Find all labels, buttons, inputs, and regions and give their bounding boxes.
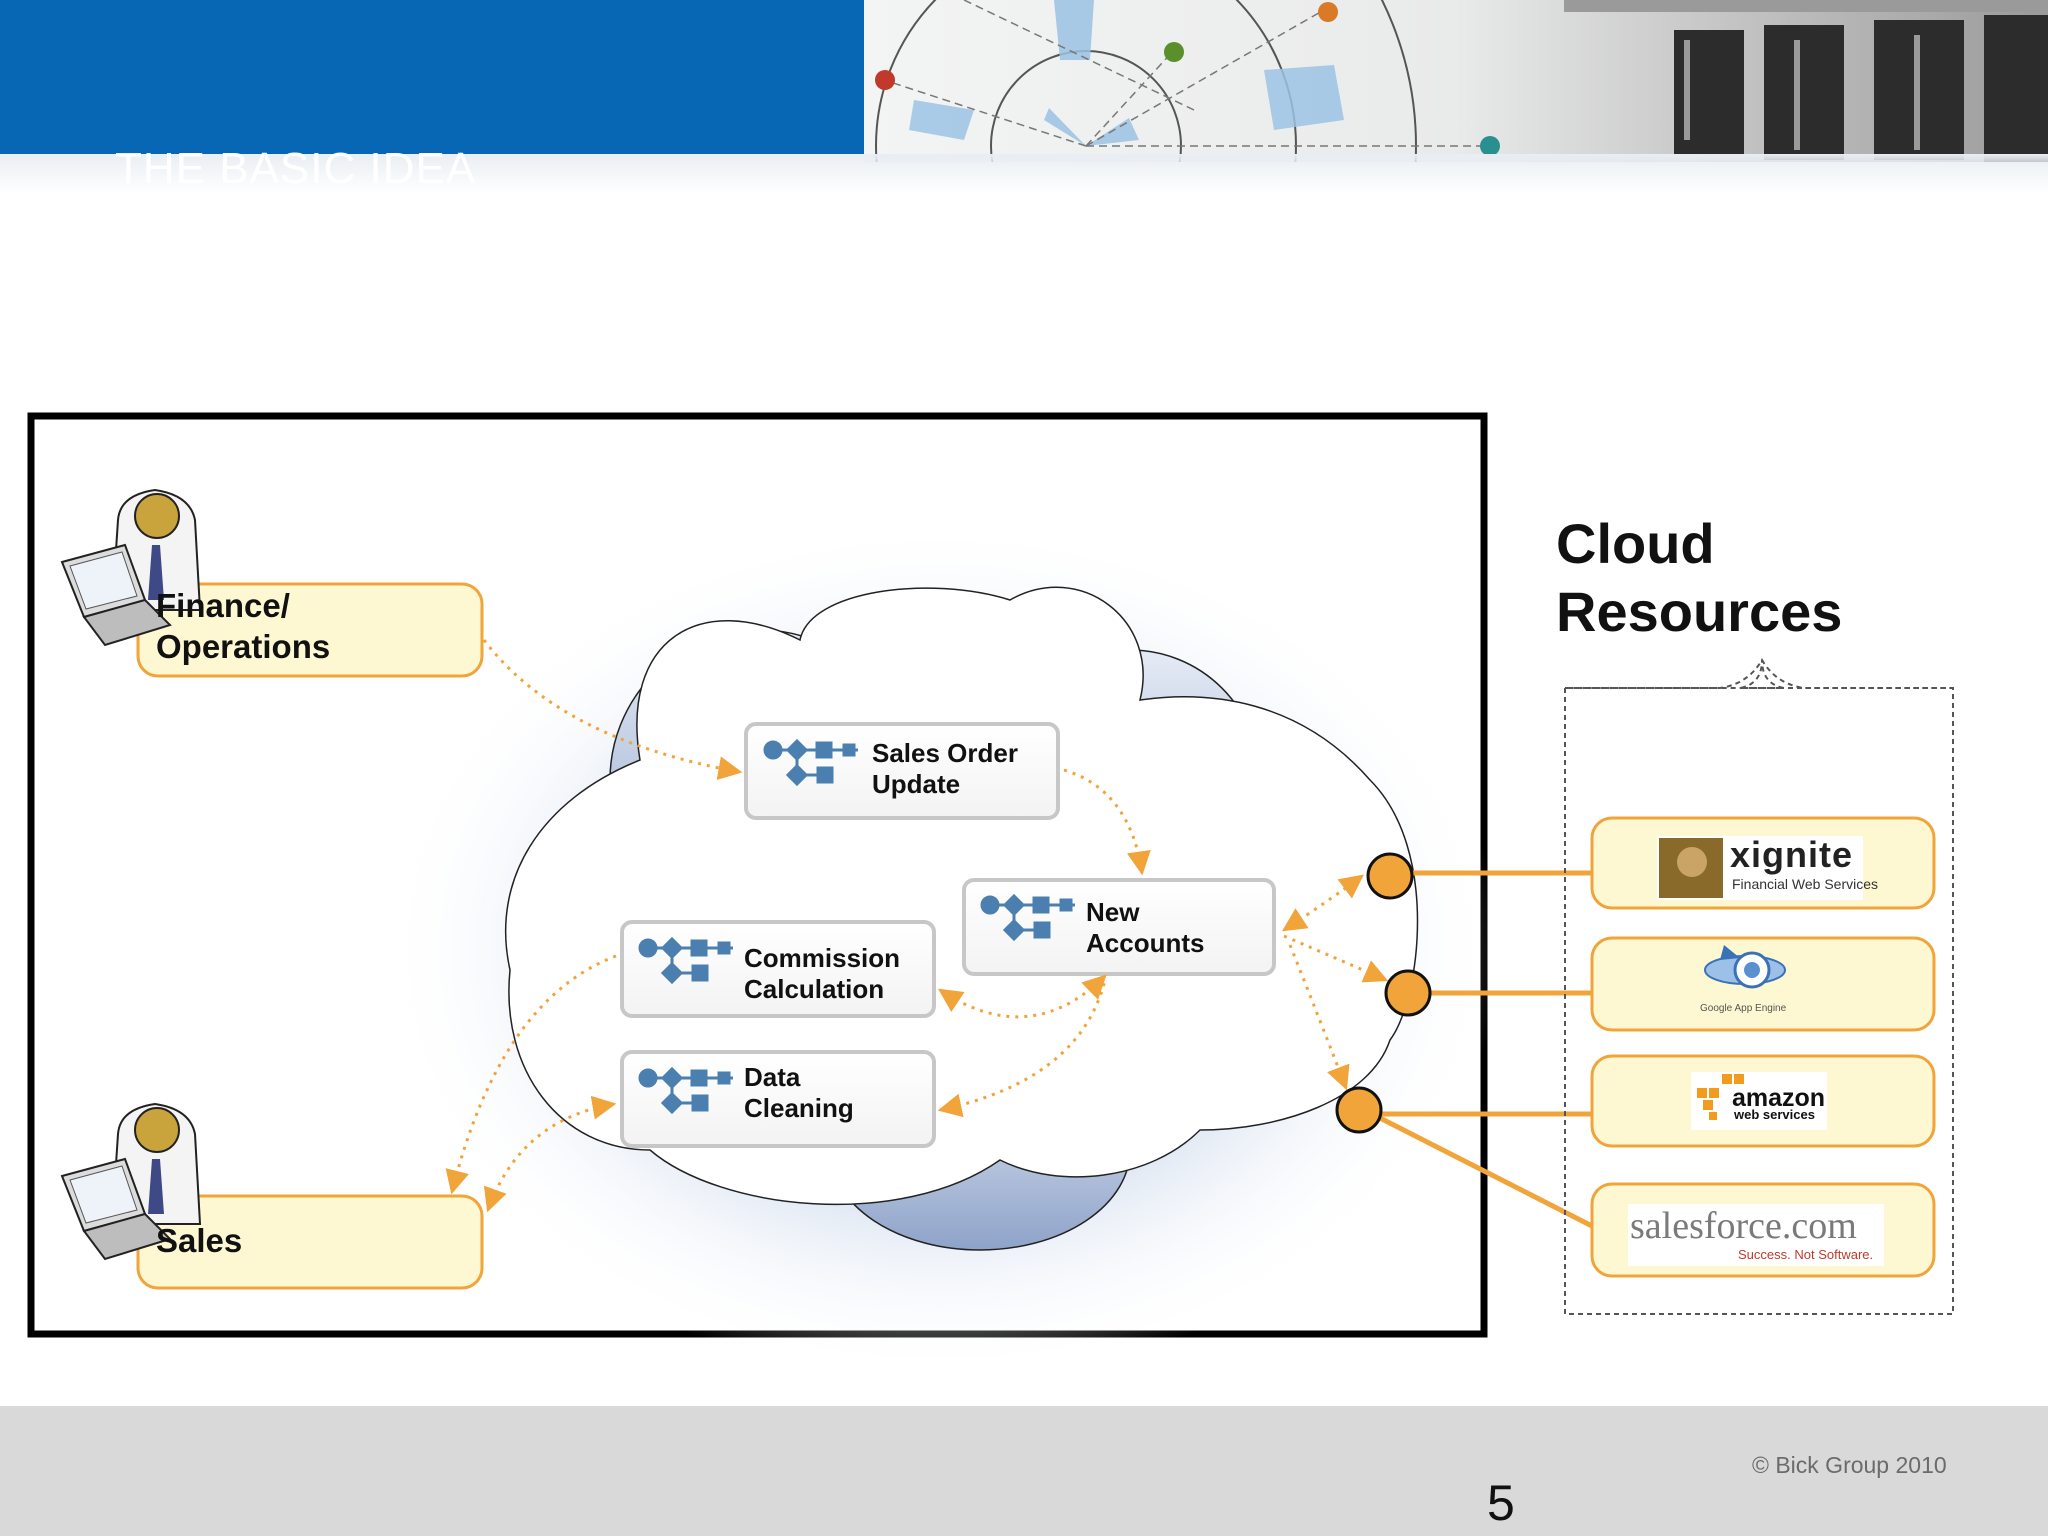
commission-label-line2: Calculation	[744, 974, 885, 1004]
process-flow-icon	[763, 738, 858, 787]
endpoint-xignite	[1366, 852, 1414, 900]
new-accounts-label-line1: New	[1086, 897, 1140, 927]
process-flow-icon	[638, 1066, 733, 1115]
bracket-top	[1565, 658, 1953, 689]
amazon-logo-bg	[1691, 1072, 1827, 1130]
arrow-new-accounts-google	[1283, 934, 1389, 983]
arrow-new-accounts-amazon	[1288, 944, 1350, 1091]
header-shadow	[0, 154, 2048, 194]
finance-label-line2: Operations	[156, 628, 331, 665]
google-app-engine-label: Google App Engine	[1700, 1003, 1787, 1014]
header-bar	[0, 0, 864, 154]
finance-label-line1: Finance/	[156, 587, 290, 624]
cloud-title-line1: Cloud	[1556, 512, 1715, 575]
commission-label-line1: Commission	[744, 943, 901, 973]
process-flow-icon	[980, 893, 1075, 942]
arrow-new-accounts-xignite	[1281, 874, 1364, 932]
link-salesforce	[1378, 1115, 1594, 1229]
sales-user-icon	[60, 1102, 202, 1261]
finance-user-icon	[60, 488, 202, 647]
endpoint-google	[1384, 969, 1432, 1017]
sales-label: Sales	[156, 1222, 243, 1259]
salesforce-tagline: Success. Not Software.	[1738, 1247, 1874, 1262]
cloud-resources-title: Cloud Resources	[1556, 510, 1842, 646]
amazon-tagline: web services	[1734, 1107, 1815, 1122]
copyright-text: © Bick Group 2010	[1752, 1452, 1947, 1478]
google-app-engine-icon	[1704, 945, 1786, 989]
new-accounts-label-line2: Accounts	[1086, 928, 1205, 958]
xignite-tagline: Financial Web Services	[1732, 876, 1879, 892]
cloud-title-line2: Resources	[1556, 580, 1843, 643]
amazon-logo-text: amazon	[1732, 1084, 1826, 1112]
page-number: 5	[1487, 1475, 1515, 1531]
sales-order-label-line2: Update	[872, 769, 961, 799]
data-cleaning-label-line1: Data	[744, 1062, 801, 1092]
footer-bar	[0, 1406, 2048, 1536]
xignite-logo-text: xignite	[1730, 834, 1854, 875]
sales-order-label-line1: Sales Order	[872, 738, 1018, 768]
cloud-resources-bracket	[1564, 659, 1954, 1315]
amazon-boxes-icon	[1697, 1074, 1744, 1120]
salesforce-logo-bg	[1628, 1204, 1884, 1266]
slide-title: THE BASIC IDEA	[115, 144, 477, 193]
header-image	[864, 0, 2048, 162]
data-cleaning-label-line2: Cleaning	[744, 1093, 854, 1123]
process-flow-icon	[638, 936, 733, 985]
arrow-new-accounts-commission	[938, 974, 1107, 1019]
endpoint-amazon	[1335, 1086, 1383, 1134]
salesforce-logo-text: salesforce.com	[1630, 1205, 1857, 1247]
arrow-sales-order-to-new-accounts	[1063, 768, 1151, 876]
